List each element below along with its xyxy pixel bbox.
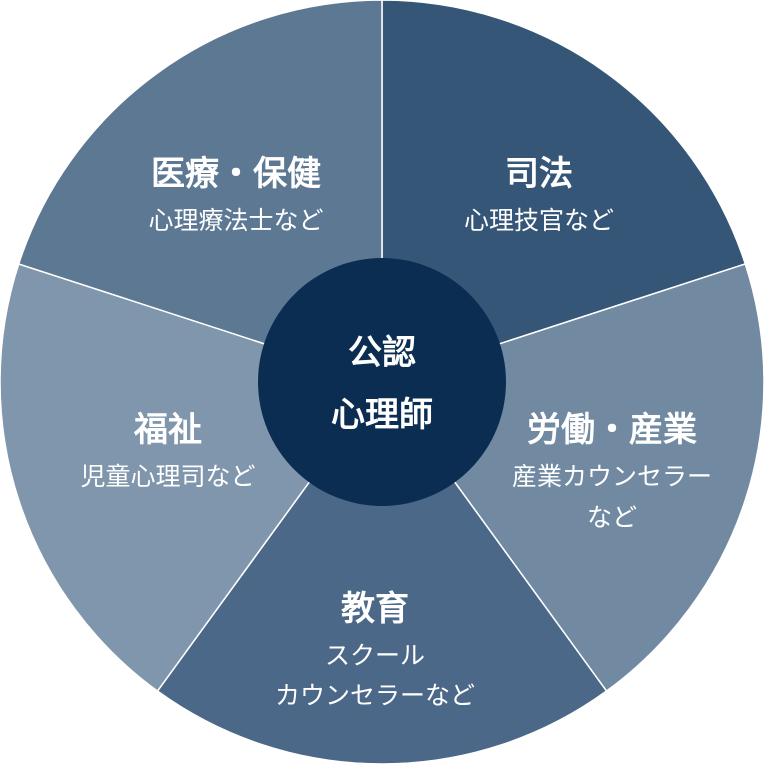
- wedge-medical: [17, 0, 383, 384]
- segment-title-welfare: 福祉: [133, 410, 202, 450]
- segment-subtitle-labor-line2: など: [587, 503, 637, 532]
- center-label-line2: 心理師: [331, 395, 433, 435]
- segment-label-welfare: 福祉 児童心理司など: [80, 410, 255, 491]
- segment-label-medical: 医療・保健 心理療法士など: [148, 154, 323, 235]
- segment-label-judicial: 司法 心理技官など: [464, 154, 614, 235]
- segment-title-labor: 労働・産業: [527, 410, 697, 450]
- center-hub: [258, 258, 506, 506]
- segment-label-education: 教育 スクール カウンセラーなど: [275, 589, 475, 710]
- center-label: 公認 心理師: [331, 333, 433, 435]
- segment-subtitle-labor-line1: 産業カウンセラー: [512, 462, 712, 491]
- segment-subtitle-education-line2: カウンセラーなど: [275, 681, 475, 710]
- segment-label-labor: 労働・産業 産業カウンセラー など: [512, 410, 712, 532]
- segment-title-education: 教育: [341, 589, 409, 629]
- wedge-judicial: [381, 0, 747, 384]
- segment-subtitle-education-line1: スクール: [325, 641, 425, 670]
- segment-subtitle-judicial: 心理技官など: [464, 206, 614, 235]
- segment-subtitle-welfare: 児童心理司など: [80, 462, 255, 491]
- segment-title-medical: 医療・保健: [151, 154, 321, 194]
- center-label-line1: 公認: [348, 333, 416, 373]
- segment-subtitle-medical: 心理療法士など: [148, 206, 323, 235]
- segment-title-judicial: 司法: [505, 154, 573, 194]
